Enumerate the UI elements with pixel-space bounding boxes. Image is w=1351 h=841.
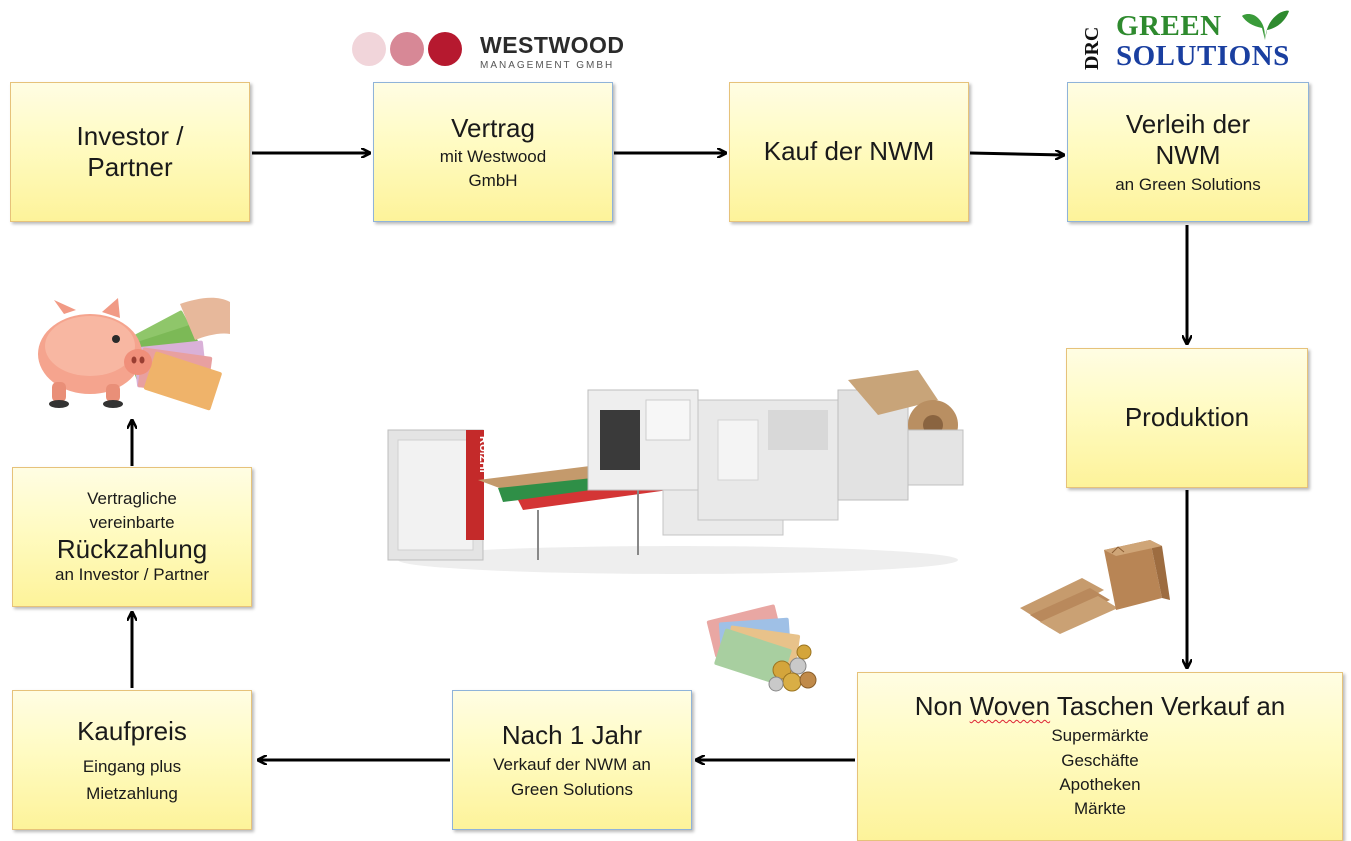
- drc-text: DRC: [1081, 27, 1102, 70]
- verkauf-item: Märkte: [1074, 799, 1126, 819]
- green-text: GREEN: [1116, 10, 1222, 42]
- arrow-kauf-to-verleih: [969, 153, 1064, 155]
- verkauf-box: Non Woven Taschen Verkauf an Supermärkte…: [857, 672, 1343, 841]
- rueckzahlung-line2: vereinbarte: [89, 513, 175, 533]
- rueckzahlung-box: Vertragliche vereinbarte Rückzahlung an …: [12, 467, 252, 607]
- vertrag-line1: mit Westwood: [439, 147, 547, 167]
- piggy-bank-illustration: [30, 284, 230, 416]
- verleih-box: Verleih der NWM an Green Solutions: [1067, 82, 1309, 222]
- investor-box: Investor / Partner: [10, 82, 250, 222]
- rueckzahlung-title: Rückzahlung: [56, 533, 208, 564]
- vertrag-title: Vertrag: [451, 113, 535, 144]
- westwood-dot-dark: [428, 32, 462, 66]
- verkauf-title-word1: Non: [914, 691, 963, 721]
- verkauf-title-word2: Woven: [969, 691, 1051, 721]
- verkauf-item: Geschäfte: [1061, 750, 1139, 770]
- nach-jahr-box: Nach 1 Jahr Verkauf der NWM an Green Sol…: [452, 690, 692, 830]
- drc-mark: DRC: [1081, 27, 1102, 70]
- westwood-dot-mid: [390, 32, 424, 66]
- verkauf-title-rest: Taschen Verkauf an: [1056, 691, 1286, 721]
- westwood-logo: WESTWOOD MANAGEMENT GMBH: [352, 28, 632, 76]
- kauf-title: Kauf der NWM: [763, 136, 935, 167]
- westwood-name: WESTWOOD: [480, 32, 625, 58]
- nach-jahr-title: Nach 1 Jahr: [501, 720, 643, 751]
- investor-line2: Partner: [87, 152, 173, 182]
- verkauf-item: Apotheken: [1059, 774, 1141, 794]
- produktion-title: Produktion: [1124, 402, 1250, 433]
- machine-label: RUIZHI: [477, 436, 489, 473]
- green-solutions-logo: DRC GREEN SOLUTIONS: [1080, 6, 1300, 76]
- machine-illustration: RUIZHI: [387, 370, 964, 574]
- kaufpreis-title: Kaufpreis: [77, 716, 187, 747]
- paper-bags-illustration: [1020, 540, 1170, 634]
- vertrag-box: Vertrag mit Westwood GmbH: [373, 82, 613, 222]
- verkauf-item: Supermärkte: [1051, 726, 1149, 746]
- leaf-icon: [1242, 10, 1289, 40]
- verkauf-title: Non Woven Taschen Verkauf an: [915, 691, 1286, 722]
- nach-jahr-line2: Green Solutions: [511, 779, 633, 799]
- rueckzahlung-line1: Vertragliche: [87, 488, 177, 508]
- cash-illustration: [706, 604, 817, 692]
- produktion-box: Produktion: [1066, 348, 1308, 488]
- kaufpreis-line2: Mietzahlung: [86, 783, 178, 803]
- westwood-dot-light: [352, 32, 386, 66]
- nach-jahr-line1: Verkauf der NWM an: [493, 755, 651, 775]
- investor-line1: Investor /: [76, 120, 184, 151]
- rueckzahlung-line3: an Investor / Partner: [54, 564, 210, 584]
- verleih-line1: Verleih der: [1125, 108, 1251, 139]
- westwood-subtitle: MANAGEMENT GMBH: [480, 60, 615, 71]
- vertrag-line2: GmbH: [468, 170, 518, 190]
- solutions-text: SOLUTIONS: [1116, 40, 1290, 72]
- verleih-line2: NWM: [1155, 139, 1221, 170]
- verleih-line3: an Green Solutions: [1115, 174, 1261, 194]
- kauf-box: Kauf der NWM: [729, 82, 969, 222]
- kaufpreis-line1: Eingang plus: [82, 757, 182, 777]
- kaufpreis-box: Kaufpreis Eingang plus Mietzahlung: [12, 690, 252, 830]
